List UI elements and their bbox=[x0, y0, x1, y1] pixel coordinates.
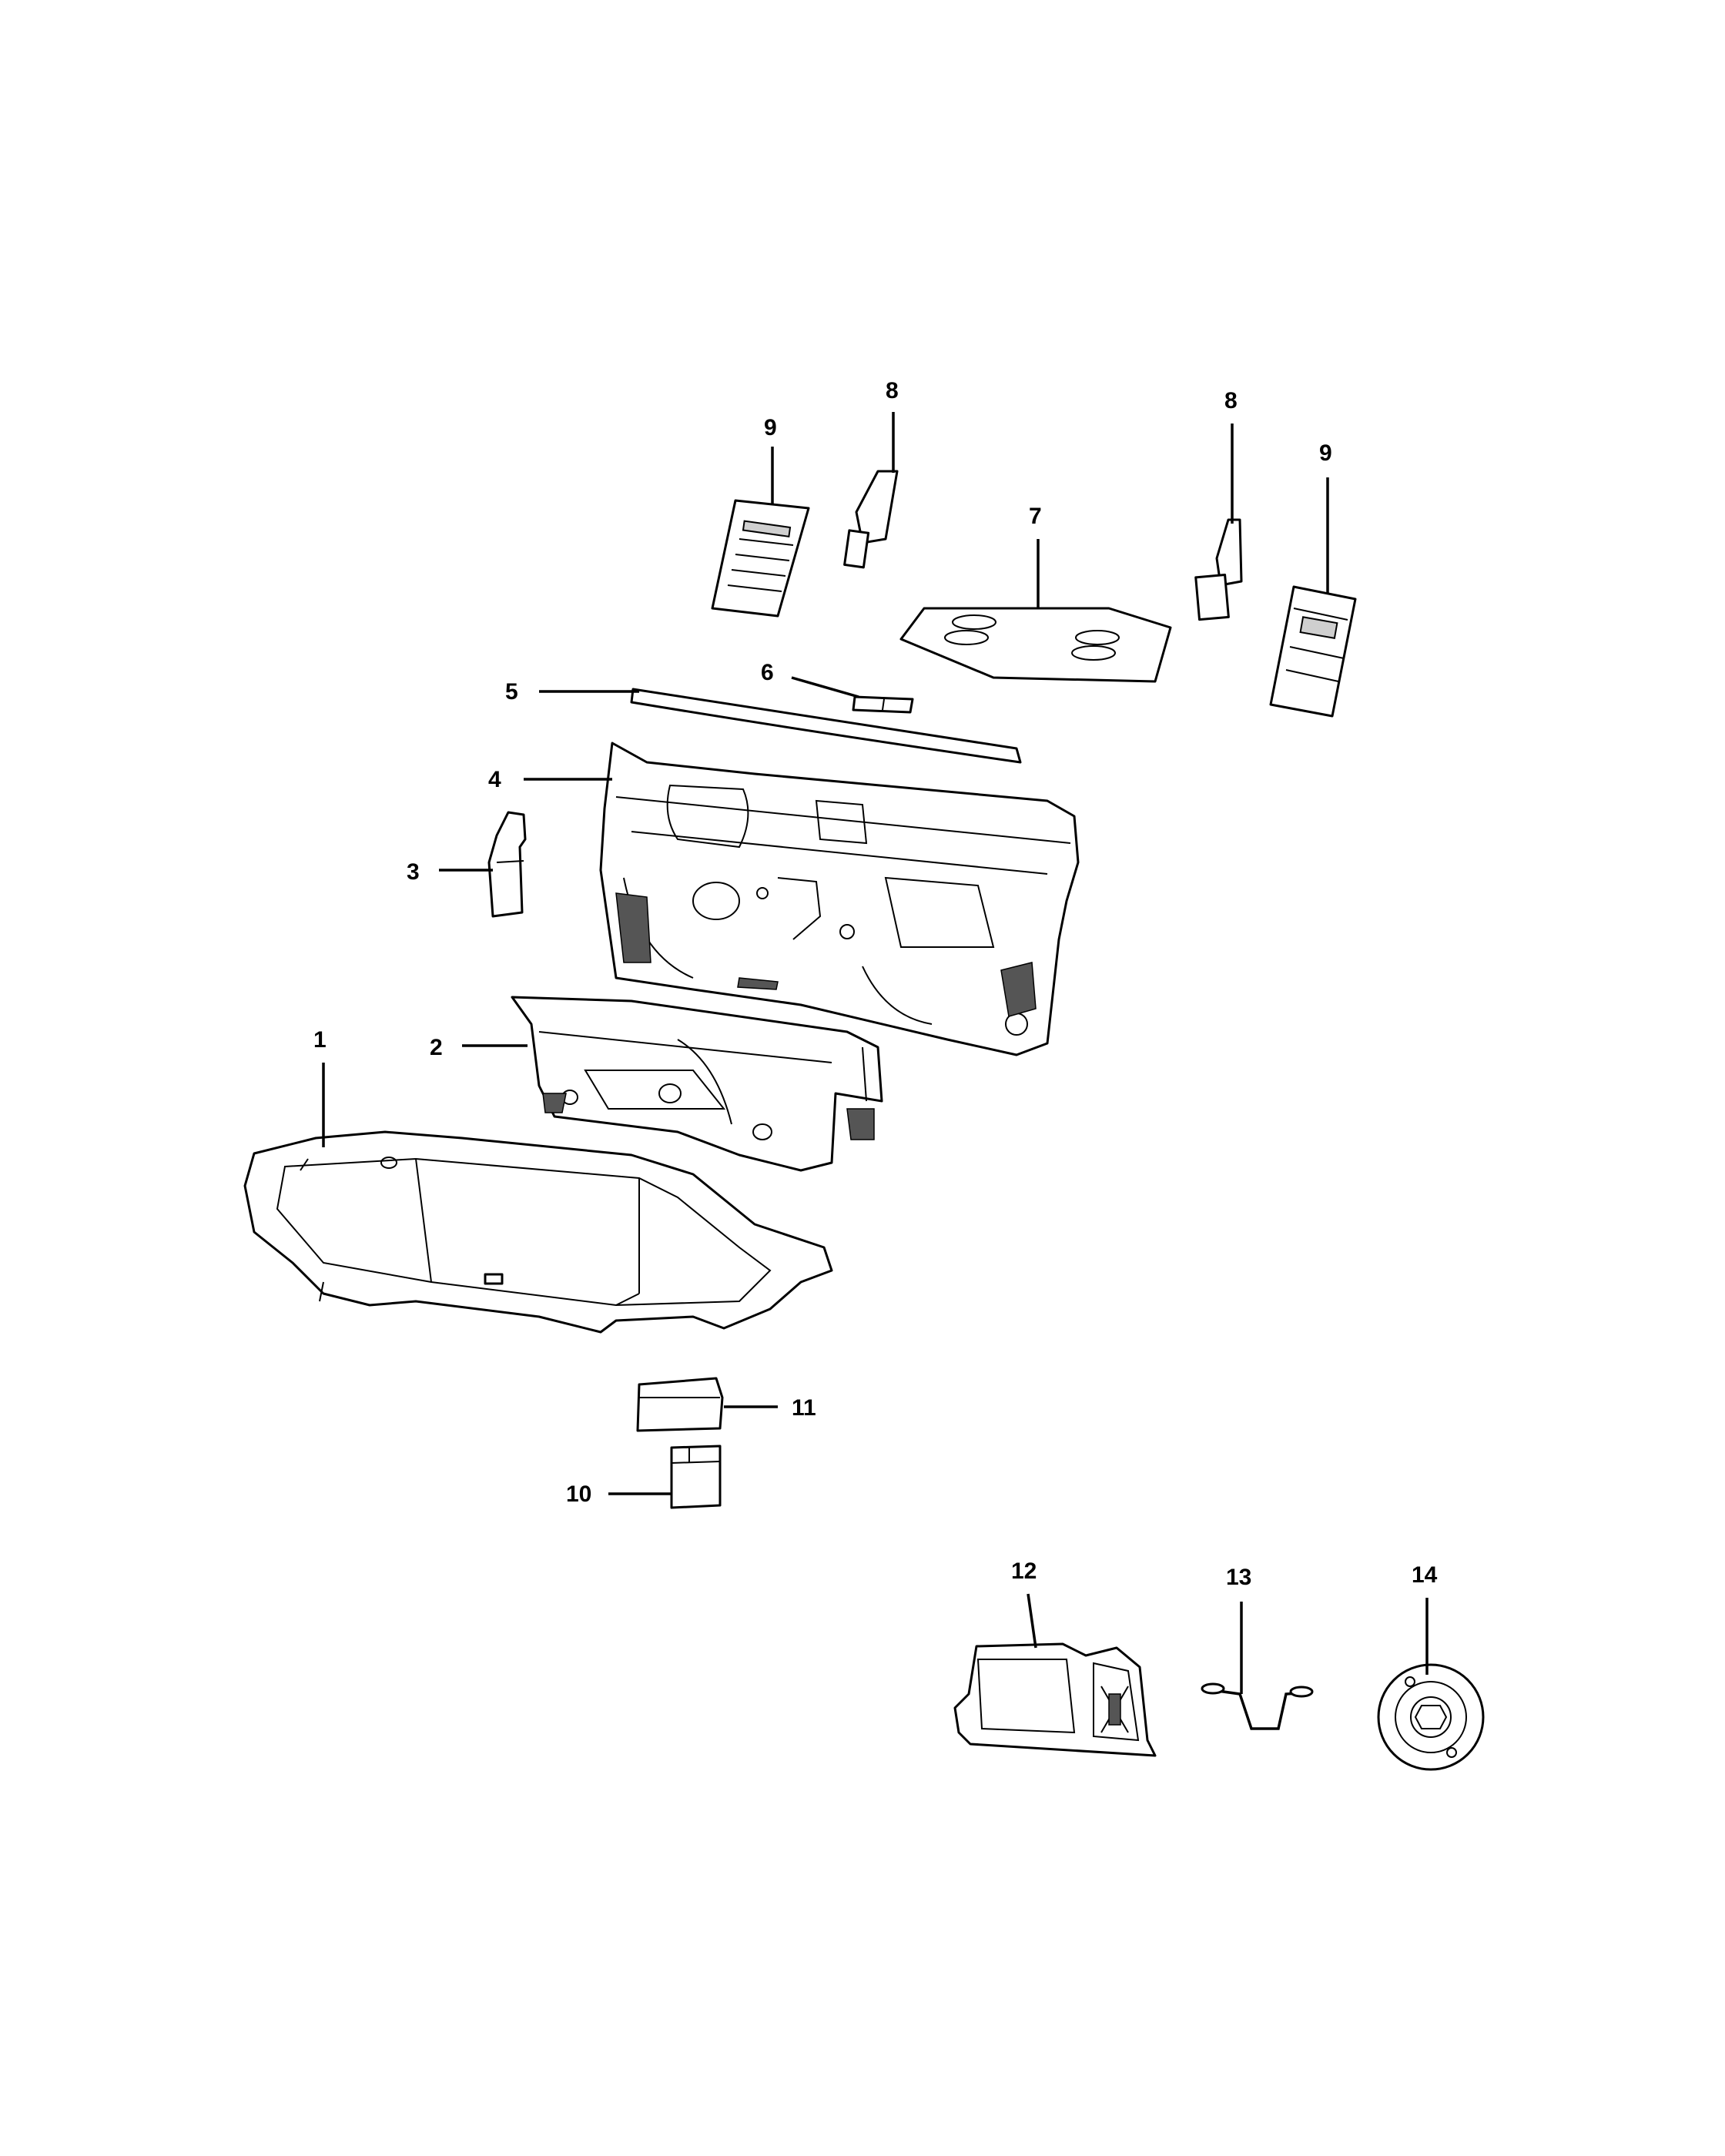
callout-2: 2 bbox=[430, 1035, 443, 1060]
callout-10: 10 bbox=[566, 1481, 591, 1507]
callout-11: 11 bbox=[792, 1395, 816, 1421]
callout-7: 7 bbox=[1029, 504, 1042, 529]
part-5-seal bbox=[630, 688, 1022, 764]
part-8-right-strip bbox=[1194, 518, 1243, 621]
part-2-reinforcement bbox=[511, 996, 883, 1172]
callout-9-right: 9 bbox=[1319, 440, 1332, 466]
part-9-right-pad bbox=[1269, 585, 1357, 718]
callout-3: 3 bbox=[407, 859, 420, 885]
part-14-grommet bbox=[1377, 1663, 1485, 1771]
callout-14: 14 bbox=[1412, 1562, 1438, 1588]
callout-13: 13 bbox=[1226, 1565, 1251, 1590]
part-13-wire-clip bbox=[1201, 1682, 1314, 1730]
part-3-insulator bbox=[487, 811, 527, 918]
callout-12: 12 bbox=[1011, 1558, 1037, 1584]
callout-1: 1 bbox=[313, 1027, 327, 1053]
part-4-dash-panel bbox=[599, 742, 1080, 1056]
part-8-left-strip bbox=[843, 470, 899, 569]
callout-6: 6 bbox=[761, 660, 774, 685]
callout-8-right: 8 bbox=[1224, 388, 1238, 413]
leader-lines bbox=[322, 412, 1429, 1694]
callout-9-left: 9 bbox=[764, 415, 777, 440]
callout-4: 4 bbox=[488, 767, 501, 792]
callout-labels: 1 2 3 4 5 6 7 8 9 8 9 11 10 12 13 14 bbox=[313, 378, 1438, 1590]
part-7-panel bbox=[899, 607, 1172, 683]
part-11-foam-block bbox=[636, 1377, 724, 1432]
part-1-silencer bbox=[243, 1130, 833, 1334]
part-10-foam-cube bbox=[670, 1445, 722, 1509]
callout-5: 5 bbox=[505, 679, 518, 705]
part-9-left-pad bbox=[711, 499, 810, 618]
part-12-bracket bbox=[953, 1642, 1157, 1757]
part-6-clip bbox=[852, 695, 914, 714]
callout-8-left: 8 bbox=[886, 378, 899, 403]
